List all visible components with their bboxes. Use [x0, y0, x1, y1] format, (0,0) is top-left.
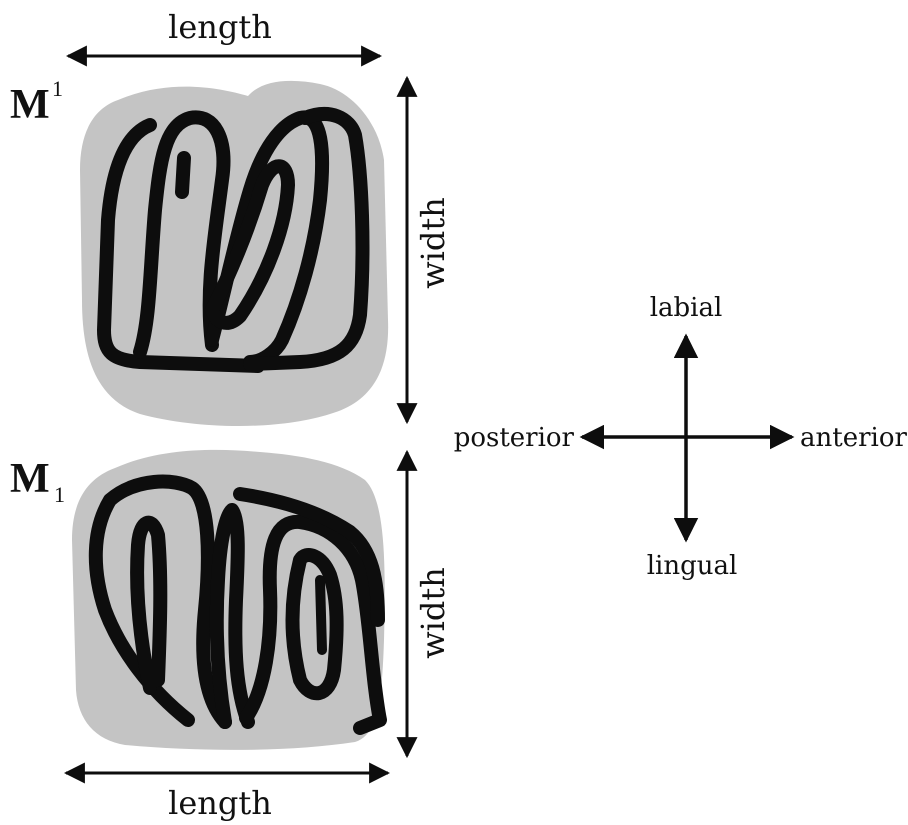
- lower-molar-occlusal-outline: [72, 449, 387, 750]
- tooth-label-upper-superscript: 1: [52, 76, 63, 101]
- width-label-upper: width: [414, 197, 452, 289]
- upper-molar-enamel-bands: [97, 107, 370, 373]
- tooth-label-upper: M 1: [10, 76, 63, 128]
- upper-molar-occlusal-outline: [80, 80, 389, 426]
- length-label-bottom: length: [168, 784, 272, 822]
- lower-molar-enamel-bands: [88, 474, 387, 735]
- tooth-label-lower-base: M: [10, 456, 50, 502]
- compass-label-lingual: lingual: [647, 551, 738, 581]
- compass-label-posterior: posterior: [454, 423, 575, 453]
- tooth-label-upper-base: M: [10, 82, 50, 128]
- length-label-top: length: [168, 8, 272, 46]
- tooth-label-lower-subscript: 1: [54, 482, 65, 507]
- width-label-lower: width: [414, 567, 452, 659]
- orientation-compass: [579, 333, 795, 543]
- compass-label-anterior: anterior: [800, 423, 907, 453]
- tooth-label-lower: M 1: [10, 456, 65, 507]
- compass-label-labial: labial: [650, 293, 723, 323]
